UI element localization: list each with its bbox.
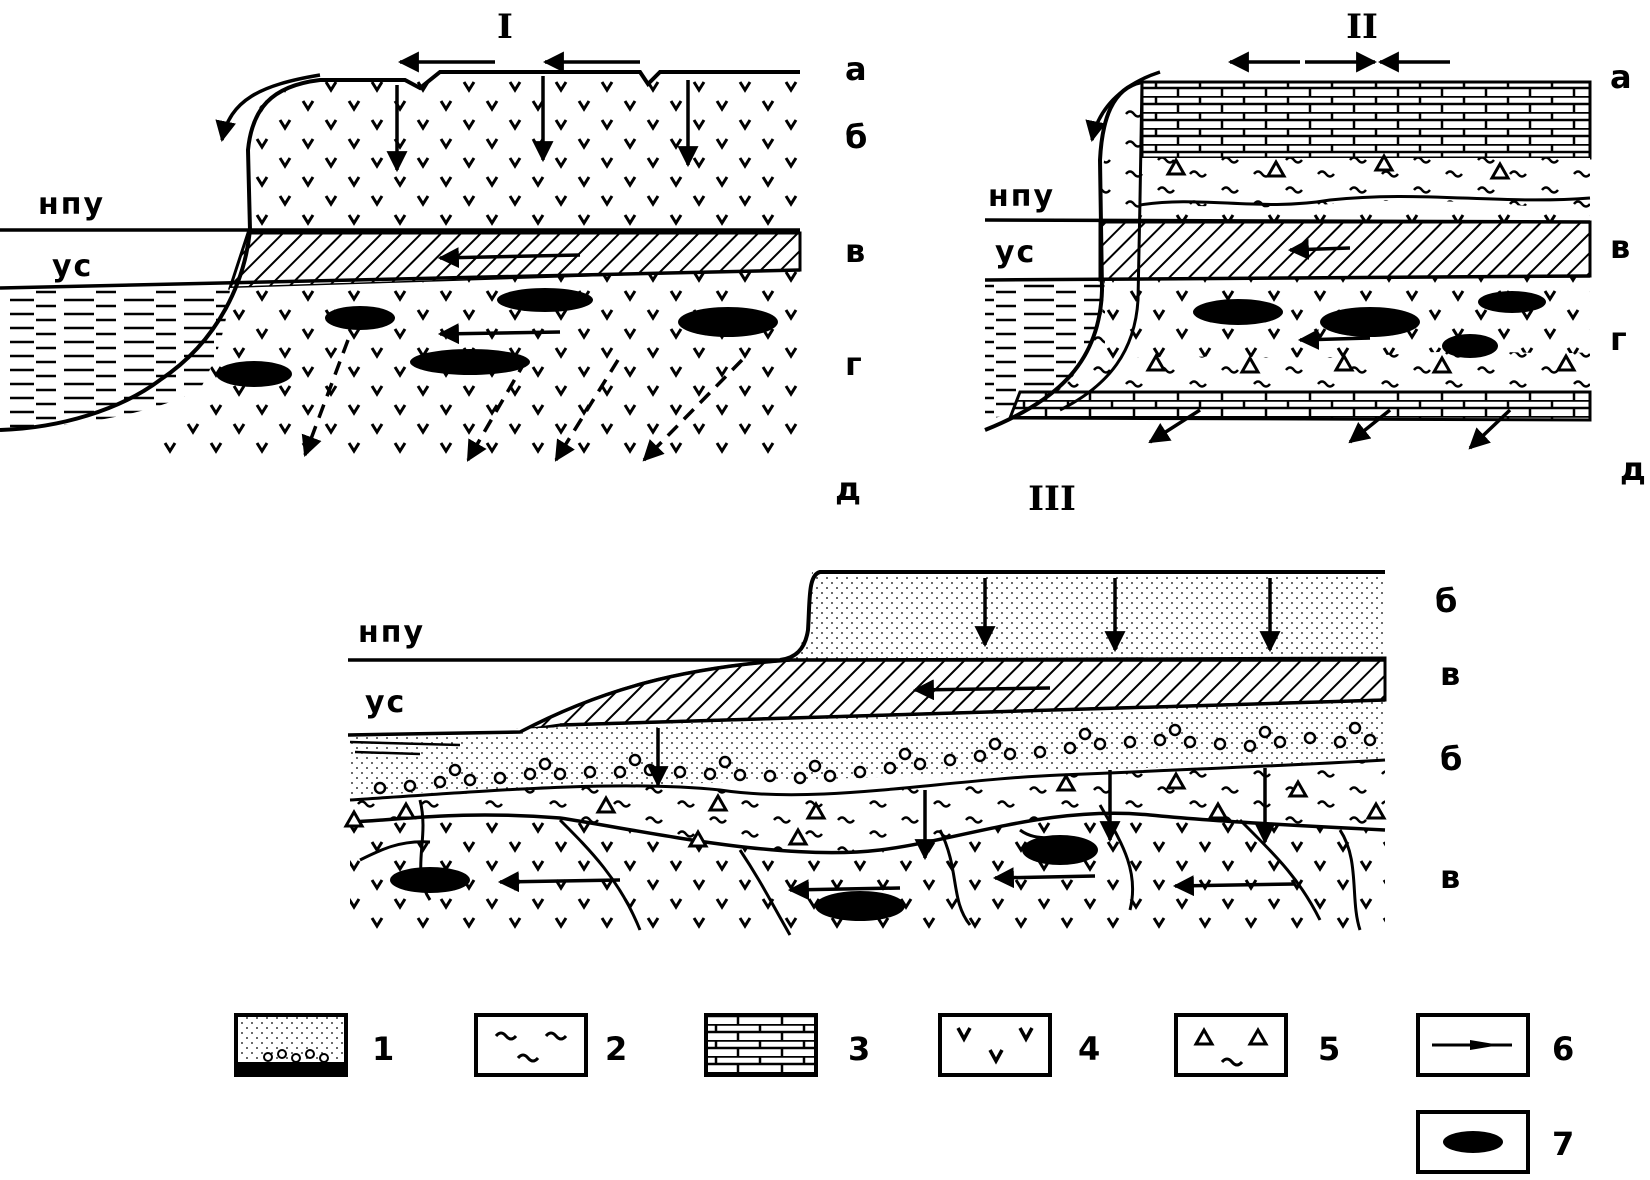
ore-lens — [1320, 307, 1420, 337]
legend-item-1: 1 — [236, 1015, 394, 1075]
ore-lens — [410, 349, 530, 375]
layer-label-v: в — [1610, 228, 1630, 266]
triangles-pattern-icon — [1176, 1015, 1286, 1075]
limestone-layer-a — [1142, 82, 1590, 158]
ore-lens — [1193, 299, 1283, 325]
layer-label-g: г — [1610, 320, 1627, 358]
layer-b — [248, 70, 800, 232]
check-marks-pattern-icon — [940, 1015, 1050, 1075]
legend-label-7: 7 — [1552, 1125, 1574, 1163]
layer-label-v-lower: в — [1440, 858, 1460, 896]
legend-label-2: 2 — [605, 1030, 627, 1068]
legend-label-3: 3 — [848, 1030, 870, 1068]
section-II: II а в г д нпу ус — [985, 7, 1646, 488]
flow-arrow-icon — [1418, 1015, 1528, 1075]
layer-label-b-lower: б — [1440, 740, 1462, 778]
legend-item-7: 7 — [1418, 1112, 1574, 1172]
ore-lens — [1022, 835, 1098, 865]
level-label-npu: нпу — [358, 615, 425, 650]
legend-item-3: 3 — [706, 1015, 870, 1075]
ore-lens — [497, 288, 593, 312]
legend-label-5: 5 — [1318, 1030, 1340, 1068]
section-title: II — [1346, 7, 1378, 47]
ore-lens — [390, 867, 470, 893]
level-label-us: ус — [995, 235, 1036, 270]
wavy-clay-pattern-icon — [476, 1015, 586, 1075]
section-I: I а б в г нпу ус — [0, 7, 867, 460]
level-label-us: ус — [365, 685, 406, 720]
level-label-npu: нпу — [38, 187, 105, 222]
layer-label-b: б — [845, 118, 867, 156]
ore-lens — [678, 307, 778, 337]
ore-lens — [1478, 291, 1546, 313]
layer-label-a: а — [1610, 58, 1632, 96]
ore-lens — [1442, 334, 1498, 358]
layer-label-v-upper: в — [1440, 655, 1460, 693]
layer-label-g: г — [845, 345, 862, 383]
layer-label-b-upper: б — [1435, 582, 1457, 620]
limestone-brick-pattern-icon — [706, 1015, 816, 1075]
level-label-npu: нпу — [988, 179, 1055, 214]
layer-label-v: в — [845, 232, 865, 270]
legend-label-4: 4 — [1078, 1030, 1100, 1068]
layer-label-d: д — [1620, 450, 1646, 488]
section-title: I — [497, 7, 513, 47]
legend-label-6: 6 — [1552, 1030, 1574, 1068]
section-title: III — [1028, 479, 1076, 519]
section-III: д III б в б в нпу ус — [346, 470, 1462, 935]
ore-lens — [815, 891, 905, 921]
ore-lens — [325, 306, 395, 330]
legend-item-6: 6 — [1418, 1015, 1574, 1075]
top-label-d: д — [835, 470, 861, 508]
legend: 1 2 3 4 — [236, 1015, 1574, 1172]
legend-item-2: 2 — [476, 1015, 627, 1075]
layer-label-a: а — [845, 50, 867, 88]
aquifer-layer-v — [1100, 222, 1590, 280]
ore-lens-icon — [1418, 1112, 1528, 1172]
legend-item-5: 5 — [1176, 1015, 1340, 1075]
sand-layer-b — [790, 572, 1385, 660]
gravel-sand-pattern-icon — [236, 1015, 346, 1075]
ore-lens — [216, 361, 292, 387]
legend-item-4: 4 — [940, 1015, 1100, 1075]
legend-label-1: 1 — [372, 1030, 394, 1068]
level-label-us: ус — [52, 249, 93, 284]
